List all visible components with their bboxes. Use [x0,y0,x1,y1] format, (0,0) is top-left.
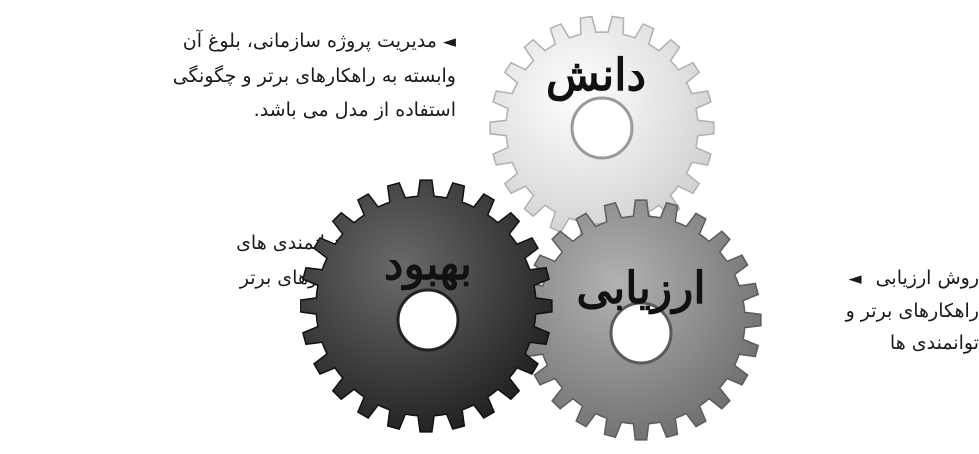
gears-diagram: دانش ارزیابی بهبود [300,0,770,454]
note-line: توانمندی ها [846,327,979,359]
gear-hub [572,98,632,158]
note-line: روش ارزیابی ◄ [846,262,979,295]
gear-hub [398,290,458,350]
gear-improvement: بهبود [300,180,552,432]
gear-label-knowledge: دانش [546,50,646,102]
gear-label-evaluation: ارزیابی [576,263,705,315]
note-text: روش ارزیابی [876,267,979,289]
pointer-arrow-icon: ◄ [849,269,862,289]
note-evaluation-method: روش ارزیابی ◄ راهکارهای برتر و توانمندی ه… [846,262,979,359]
gear-knowledge: دانش [490,17,714,240]
note-line: راهکارهای برتر و [846,295,979,327]
note-text: راهکارهای برتر و [846,300,979,322]
gear-label-improvement: بهبود [384,239,472,291]
note-text: توانمندی ها [890,332,979,354]
gear-evaluation: ارزیابی [521,200,761,440]
